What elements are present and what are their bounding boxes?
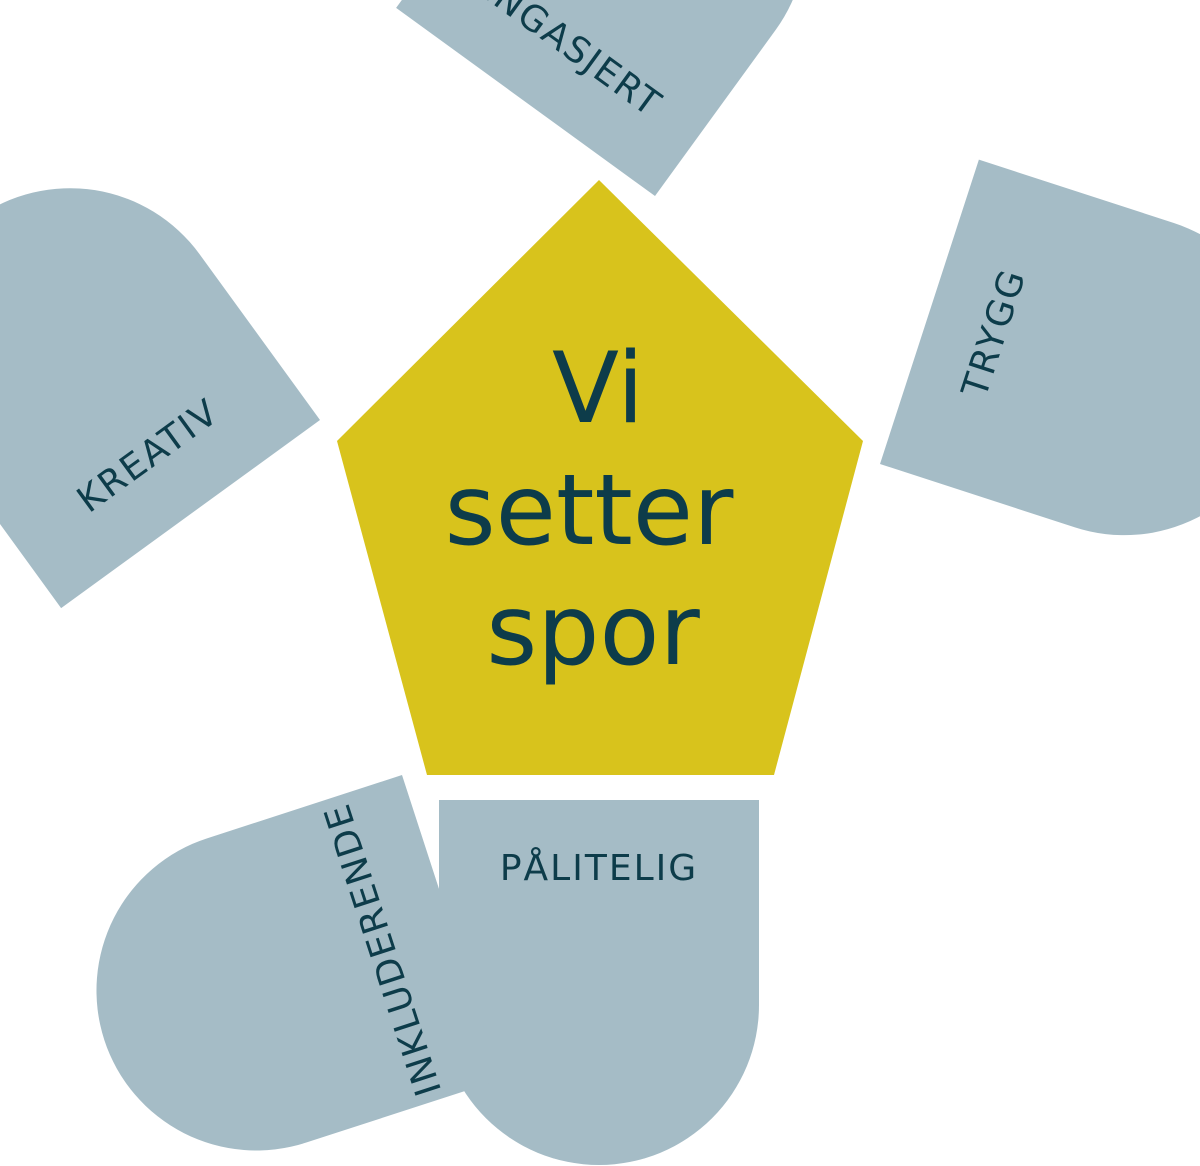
petal-kreativ xyxy=(0,188,320,609)
petal-inkluderende xyxy=(96,775,501,1151)
petal-trygg xyxy=(880,159,1200,536)
petal-engasjert xyxy=(396,0,806,196)
center-line-2: setter xyxy=(445,454,734,568)
center-line-1: Vi xyxy=(552,332,644,446)
petal-palitelig xyxy=(439,800,759,1165)
center-pentagon xyxy=(337,180,863,775)
center-heading: Vi setter spor xyxy=(445,332,734,688)
center-line-3: spor xyxy=(486,574,700,688)
petal-label-palitelig: PÅLITELIG xyxy=(500,846,698,889)
